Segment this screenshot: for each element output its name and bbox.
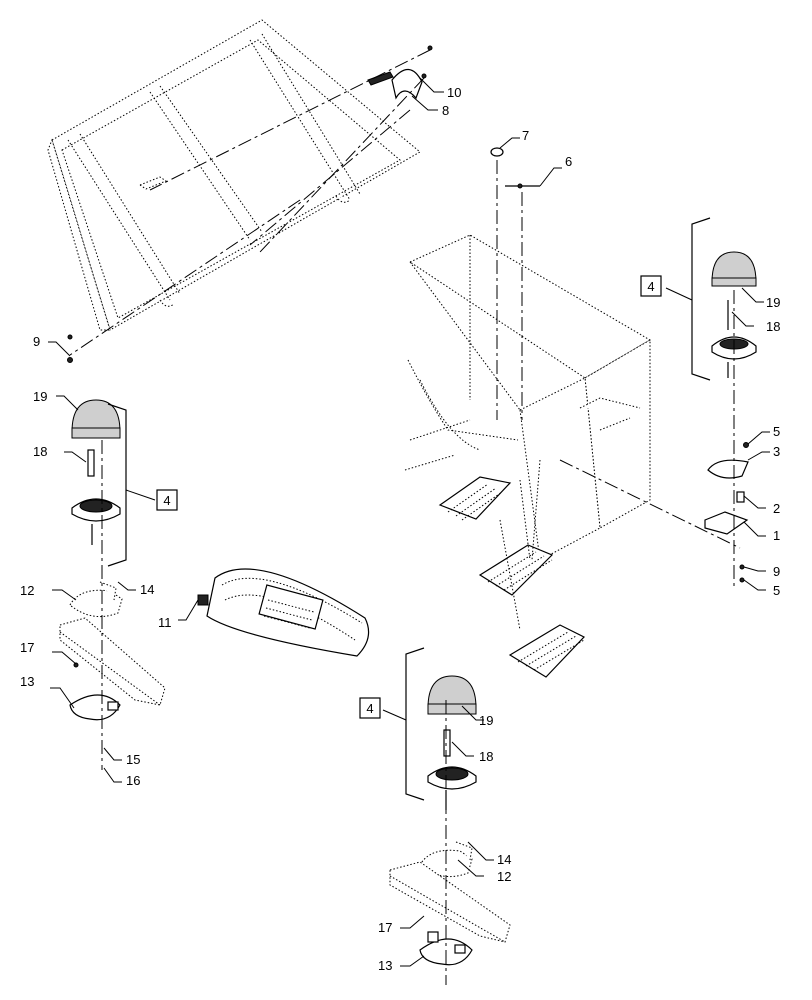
centerline bbox=[149, 49, 431, 191]
callouts: 10 8 9 7 6 19 18 5 3 2 1 9 5 19 18 bbox=[20, 77, 780, 973]
cab-steps bbox=[438, 459, 585, 678]
callout-4: 4 bbox=[647, 279, 654, 294]
callout-9: 9 bbox=[33, 334, 40, 349]
callout-19: 19 bbox=[33, 389, 47, 404]
work-light-11 bbox=[197, 568, 370, 657]
callout-14: 14 bbox=[497, 852, 511, 867]
callout-18: 18 bbox=[766, 319, 780, 334]
callout-17: 17 bbox=[20, 640, 34, 655]
kit-bracket-left: 4 bbox=[107, 403, 178, 567]
callout-1: 1 bbox=[773, 528, 780, 543]
callout-19: 19 bbox=[479, 713, 493, 728]
callout-3: 3 bbox=[773, 444, 780, 459]
antenna-6 bbox=[505, 183, 540, 189]
callout-6: 6 bbox=[565, 154, 572, 169]
callout-14: 14 bbox=[140, 582, 154, 597]
callout-4: 4 bbox=[366, 701, 373, 716]
callout-15: 15 bbox=[126, 752, 140, 767]
centerline bbox=[559, 459, 741, 549]
callout-18: 18 bbox=[479, 749, 493, 764]
callout-10: 10 bbox=[447, 85, 461, 100]
mirror-bracket bbox=[367, 45, 433, 100]
roof-panel bbox=[47, 19, 421, 331]
nut-icon bbox=[67, 334, 73, 340]
callout-2: 2 bbox=[773, 501, 780, 516]
callout-12: 12 bbox=[497, 869, 511, 884]
callout-13: 13 bbox=[378, 958, 392, 973]
callout-4: 4 bbox=[163, 493, 170, 508]
kit-bracket-right: 4 bbox=[640, 217, 711, 381]
beacon-left bbox=[59, 399, 166, 721]
centerline bbox=[259, 77, 425, 253]
nut-icon bbox=[67, 357, 73, 363]
callout-12: 12 bbox=[20, 583, 34, 598]
callout-7: 7 bbox=[522, 128, 529, 143]
callout-13: 13 bbox=[20, 674, 34, 689]
callout-17: 17 bbox=[378, 920, 392, 935]
centerline bbox=[249, 109, 411, 246]
callout-8: 8 bbox=[442, 103, 449, 118]
cab-frame bbox=[408, 234, 651, 561]
callout-5: 5 bbox=[773, 424, 780, 439]
callout-11: 11 bbox=[158, 615, 172, 630]
beacon-right bbox=[704, 251, 757, 583]
callout-9: 9 bbox=[773, 564, 780, 579]
centerline bbox=[69, 199, 301, 356]
callout-18: 18 bbox=[33, 444, 47, 459]
kit-bracket-bottom: 4 bbox=[359, 647, 425, 801]
o-ring-7 bbox=[490, 147, 504, 157]
callout-19: 19 bbox=[766, 295, 780, 310]
callout-5: 5 bbox=[773, 583, 780, 598]
callout-16: 16 bbox=[126, 773, 140, 788]
handrail bbox=[404, 359, 519, 471]
